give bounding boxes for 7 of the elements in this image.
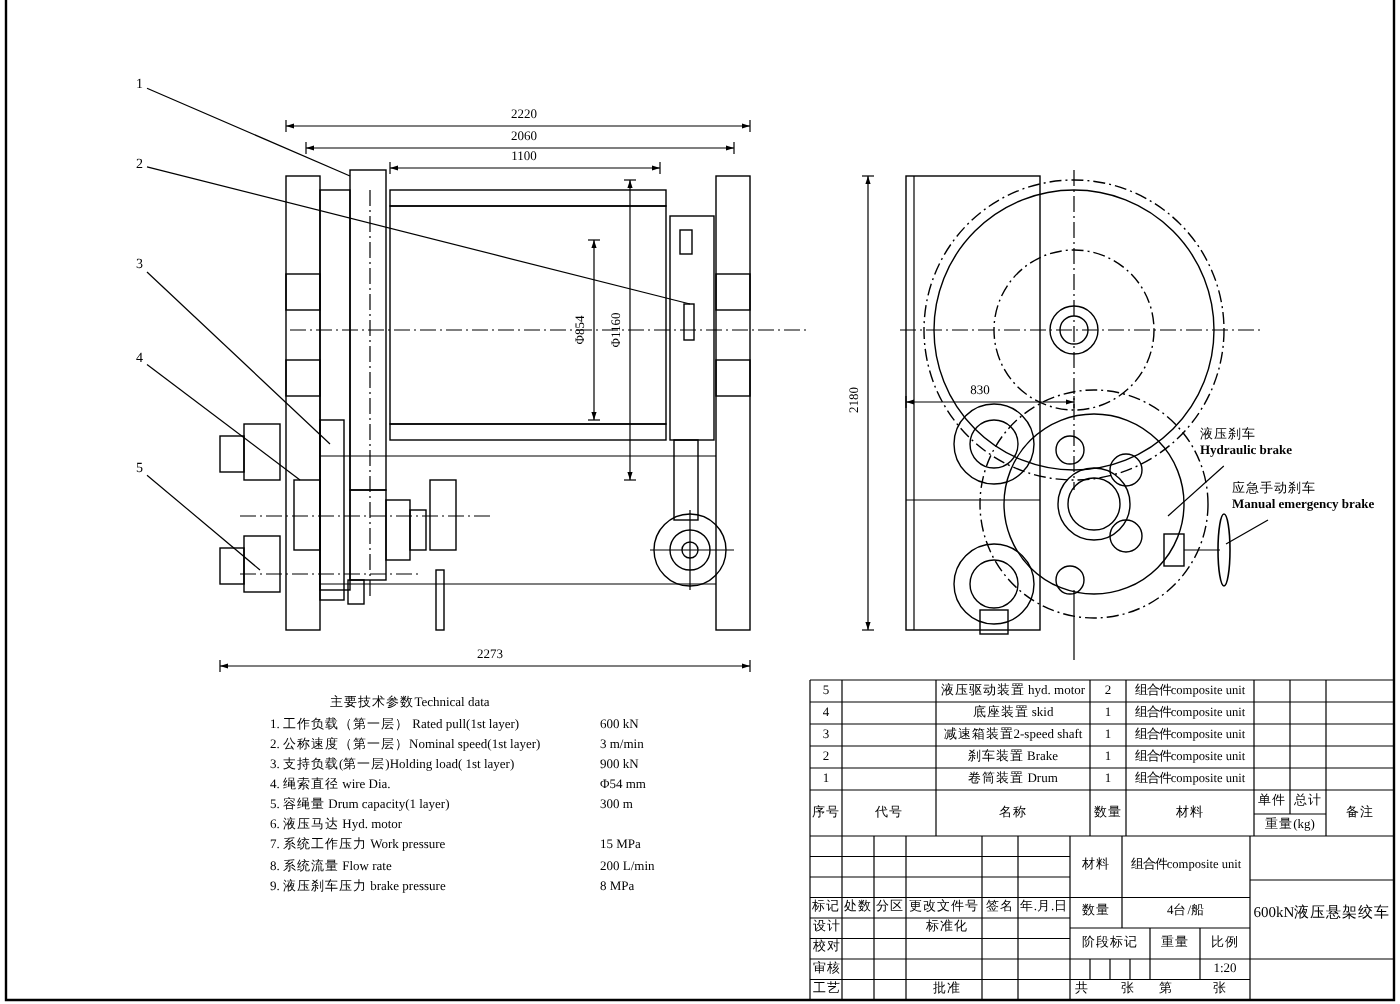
leader-line (146, 364, 301, 481)
leader-line (146, 87, 351, 177)
leader-line (146, 271, 331, 445)
leader-line (146, 166, 691, 305)
leader-line (1225, 519, 1269, 545)
leader-line (146, 474, 261, 571)
leader-line (1167, 465, 1225, 517)
